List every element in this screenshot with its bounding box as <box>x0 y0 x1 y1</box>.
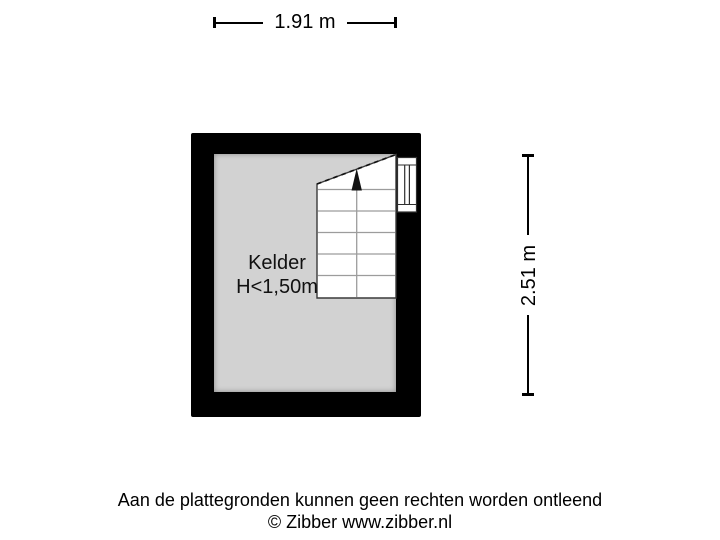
width-dimension-label: 1.91 m <box>263 9 347 35</box>
height-dimension-label: 2.51 m <box>516 235 544 315</box>
footer-copyright: © Zibber www.zibber.nl <box>267 511 453 532</box>
room-height-note: H<1,50m <box>236 276 318 298</box>
height-dimension-text: 2.51 m <box>518 244 541 306</box>
room-label: Kelder H<1,50m <box>177 251 377 299</box>
height-dimension-tick-top <box>522 154 534 157</box>
footer: Aan de plattegronden kunnen geen rechten… <box>0 490 720 533</box>
width-dimension-tick-right <box>394 17 397 28</box>
height-dimension-tick-bottom <box>522 393 534 396</box>
width-dimension-tick-left <box>213 17 216 28</box>
room-name: Kelder <box>248 252 306 274</box>
footer-disclaimer: Aan de plattegronden kunnen geen rechten… <box>117 490 603 510</box>
